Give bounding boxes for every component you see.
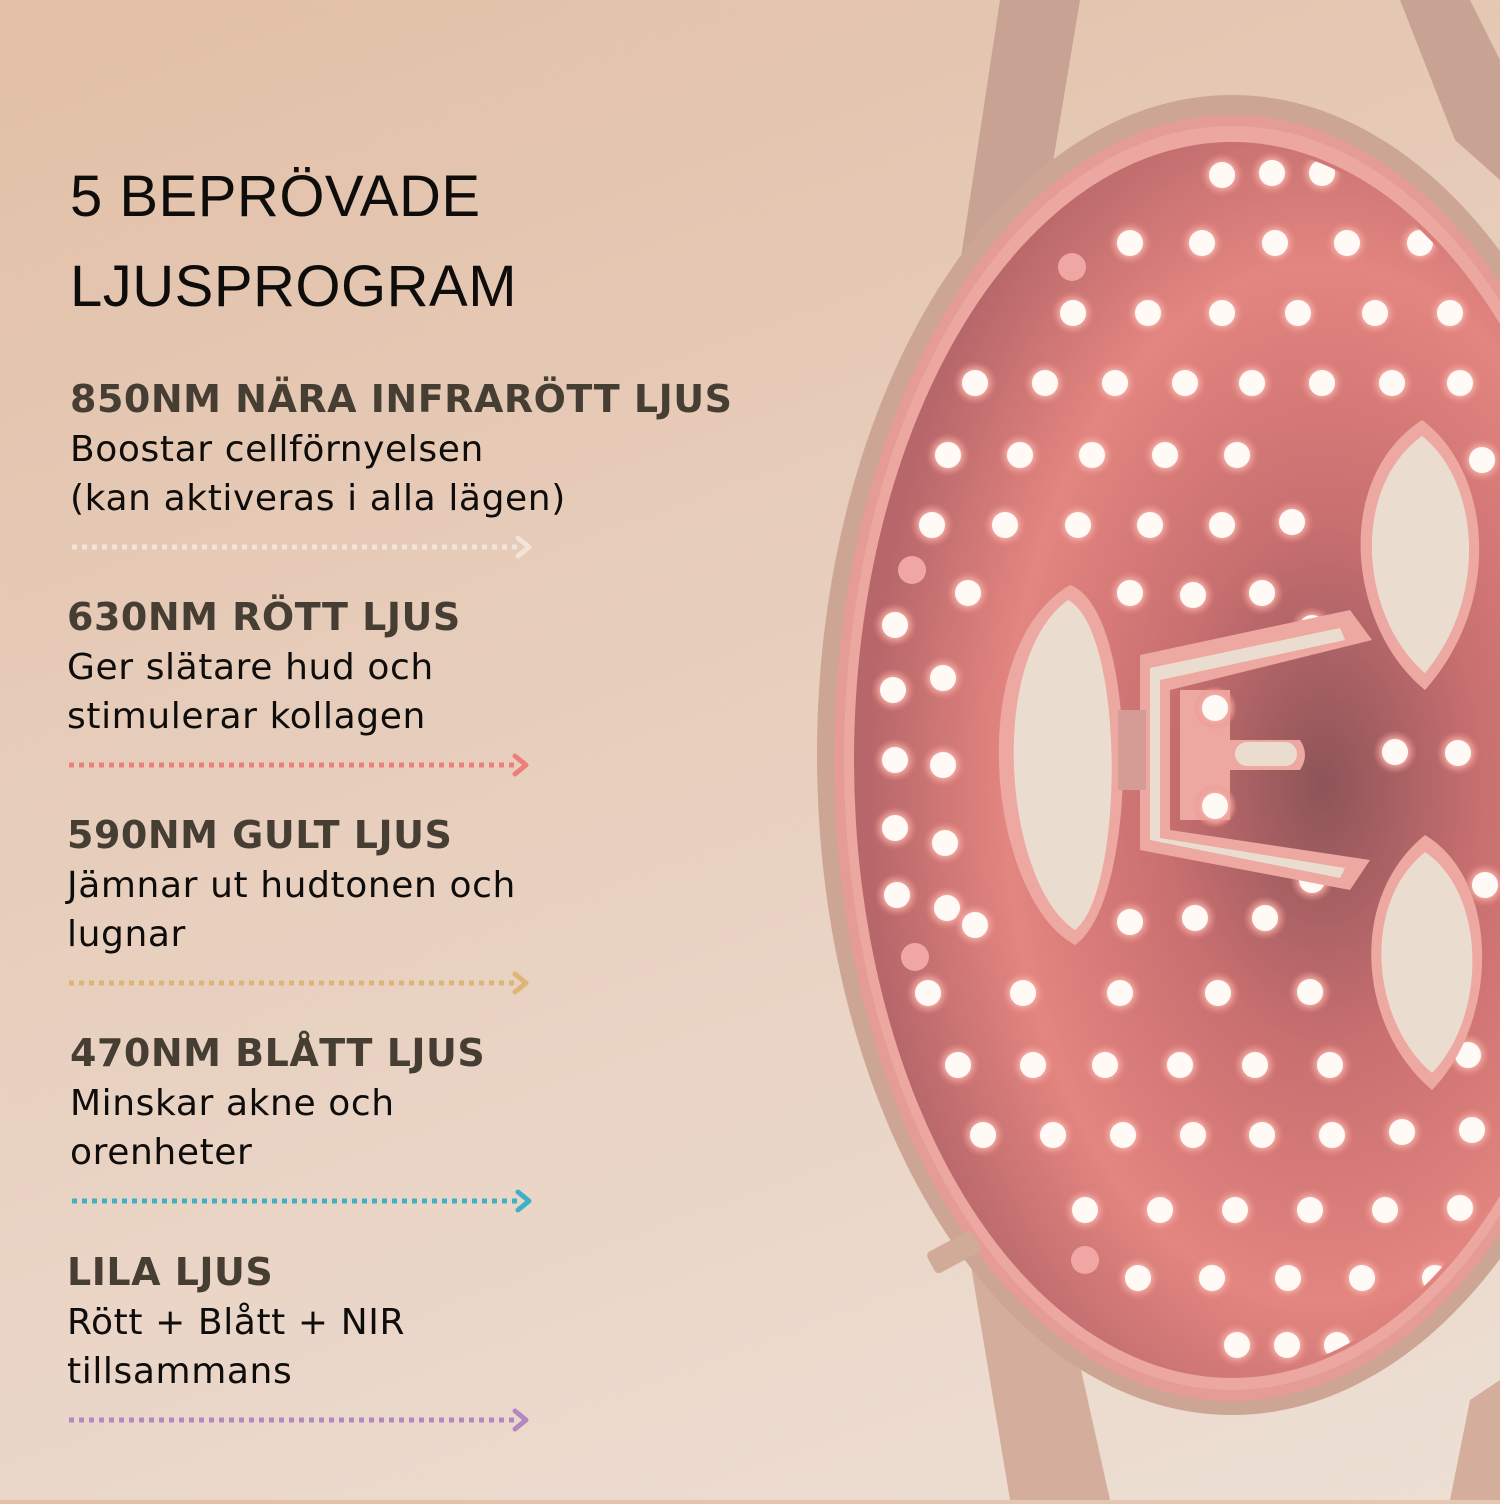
title-line-1: 5 BEPRÖVADE xyxy=(70,164,481,229)
program-yellow: 590NM GULT LJUS Jämnar ut hudtonen och l… xyxy=(67,813,787,995)
program-description: Ger slätare hud och stimulerar kollagen xyxy=(67,647,434,737)
dotted-arrow-icon xyxy=(72,1189,532,1213)
program-description: Boostar cellförnyelsen (kan aktiveras i … xyxy=(70,429,566,519)
program-purple: LILA LJUS Rött + Blått + NIR tillsammans xyxy=(67,1250,787,1432)
program-heading: 590NM GULT LJUS xyxy=(67,813,453,857)
program-nir: 850NM NÄRA INFRARÖTT LJUS Boostar cellfö… xyxy=(70,377,790,559)
program-heading: 850NM NÄRA INFRARÖTT LJUS xyxy=(70,377,733,421)
page-title: 5 BEPRÖVADE LJUSPROGRAM xyxy=(70,152,517,332)
title-line-2: LJUSPROGRAM xyxy=(70,254,518,319)
dotted-arrow-icon xyxy=(72,535,532,559)
dotted-arrow-icon xyxy=(69,753,529,777)
program-heading: LILA LJUS xyxy=(67,1250,274,1294)
program-description: Rött + Blått + NIR tillsammans xyxy=(67,1302,406,1392)
dotted-arrow-icon xyxy=(69,971,529,995)
program-heading: 630NM RÖTT LJUS xyxy=(67,595,461,639)
dotted-arrow-icon xyxy=(69,1408,529,1432)
program-blue: 470NM BLÅTT LJUS Minskar akne och orenhe… xyxy=(70,1031,790,1213)
program-red: 630NM RÖTT LJUS Ger slätare hud och stim… xyxy=(67,595,787,777)
program-description: Minskar akne och orenheter xyxy=(70,1083,395,1173)
program-description: Jämnar ut hudtonen och lugnar xyxy=(67,865,516,955)
program-heading: 470NM BLÅTT LJUS xyxy=(70,1031,486,1075)
